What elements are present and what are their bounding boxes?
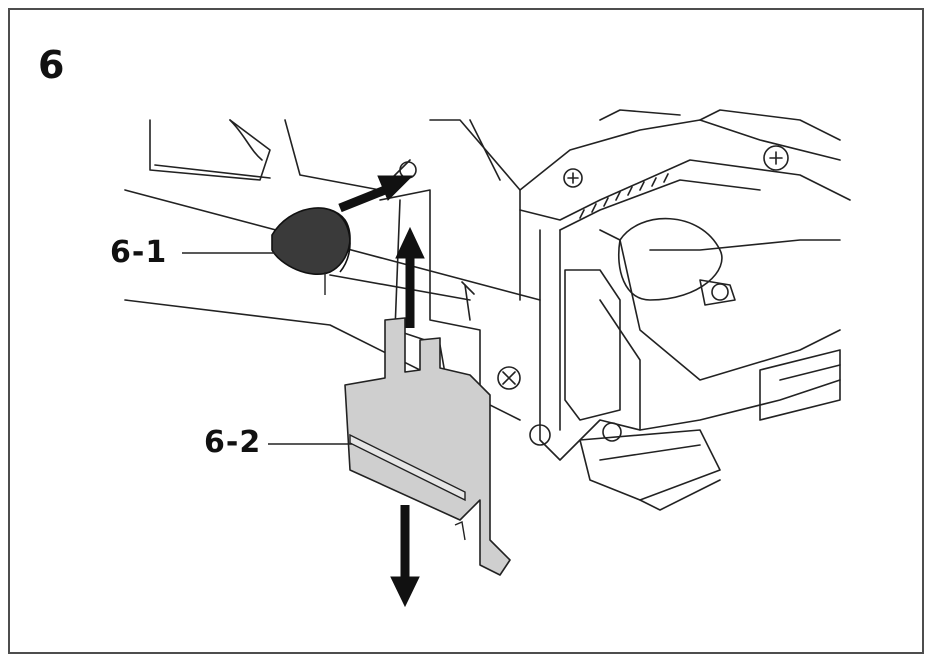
base-foot bbox=[579, 429, 721, 501]
side-block bbox=[564, 269, 621, 421]
release-knob bbox=[271, 207, 351, 295]
housing-top-left bbox=[149, 119, 271, 181]
right-housing bbox=[539, 229, 841, 461]
rear-knob bbox=[618, 217, 723, 301]
top-right-screw bbox=[763, 145, 789, 171]
arrow-knob-pull bbox=[338, 185, 387, 213]
top-screw bbox=[563, 168, 583, 188]
adjustment-tool bbox=[344, 317, 511, 576]
body-screw bbox=[497, 366, 521, 390]
step-number: 6 bbox=[38, 43, 65, 87]
direction-arrows bbox=[338, 175, 425, 608]
callout-6-1: 6-1 bbox=[110, 235, 168, 270]
scale-arc bbox=[519, 159, 851, 221]
callout-6-2: 6-2 bbox=[204, 425, 262, 460]
